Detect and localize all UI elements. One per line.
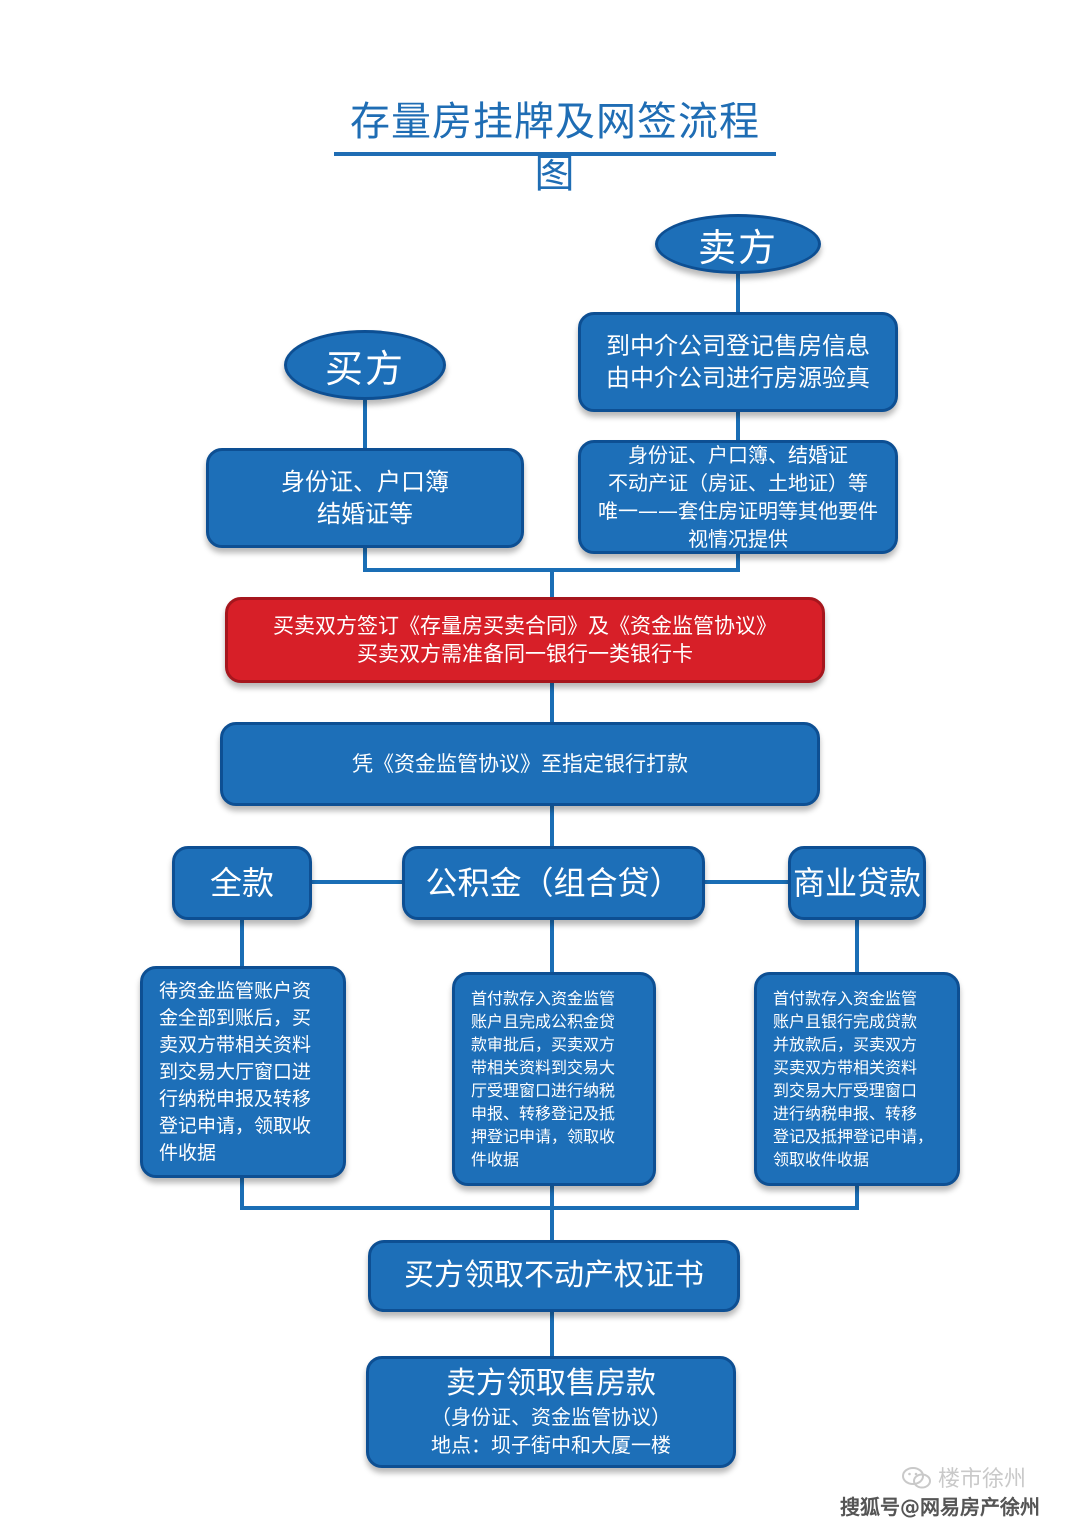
seller-docs-line: 唯一——套住房证明等其他要件 [598, 499, 878, 523]
full-payment-desc-box: 待资金监管账户资 金全部到账后，买 卖双方带相关资料 到交易大厅窗口进 行纳税申… [140, 966, 346, 1178]
buyer-node: 买方 [284, 330, 446, 400]
commercial-desc-line: 登记及抵押登记申请， [773, 1127, 934, 1146]
wechat-icon [902, 1467, 931, 1489]
commercial-desc-line: 领取收件收据 [773, 1150, 870, 1169]
page-title: 存量房挂牌及网签流程图 [334, 96, 776, 197]
certificate-box: 买方领取不动产权证书 [368, 1240, 740, 1312]
commercial-desc-line: 账户且银行完成贷款 [773, 1012, 918, 1031]
contract-box: 买卖双方签订《存量房买卖合同》及《资金监管协议》 买卖双方需准备同一银行一类银行… [225, 597, 825, 683]
full-payment-label: 全款 [209, 864, 274, 902]
fund-desc-line: 首付款存入资金监管 [471, 989, 616, 1008]
buyer-docs-line: 结婚证等 [317, 500, 413, 528]
seller-docs-box: 身份证、户口簿、结婚证 不动产证（房证、土地证）等 唯一——套住房证明等其他要件… [578, 440, 898, 554]
fund-desc-line: 账户且完成公积金贷 [471, 1012, 616, 1031]
seller-docs-line: 身份证、户口簿、结婚证 [628, 443, 848, 467]
provident-fund-box: 公积金（组合贷） [402, 846, 705, 920]
full-desc-line: 登记申请，领取收 [159, 1114, 312, 1137]
commercial-loan-box: 商业贷款 [788, 846, 926, 920]
final-box: 卖方领取售房款 （身份证、资金监管协议） 地点：坝子街中和大厦一楼 [366, 1356, 736, 1468]
final-location: 地点：坝子街中和大厦一楼 [431, 1433, 671, 1457]
payment-box: 凭《资金监管协议》至指定银行打款 [220, 722, 820, 806]
full-desc-line: 卖双方带相关资料 [159, 1033, 312, 1056]
full-desc-line: 金全部到账后，买 [159, 1006, 312, 1029]
fund-desc-line: 厅受理窗口进行纳税 [471, 1081, 616, 1100]
final-docs: （身份证、资金监管协议） [431, 1405, 671, 1429]
seller-step1-line: 由中介公司进行房源验真 [606, 364, 870, 392]
commercial-desc-line: 首付款存入资金监管 [773, 989, 918, 1008]
buyer-docs-line: 身份证、户口簿 [281, 468, 449, 496]
contract-line: 买卖双方签订《存量房买卖合同》及《资金监管协议》 [273, 614, 777, 638]
fund-desc-line: 件收据 [471, 1150, 520, 1169]
contract-line: 买卖双方需准备同一银行一类银行卡 [357, 642, 693, 666]
full-desc-line: 待资金监管账户资 [159, 979, 312, 1002]
watermark-source: 搜狐号@网易房产徐州 [840, 1495, 1040, 1519]
seller-docs-line: 视情况提供 [688, 527, 788, 551]
full-desc-line: 到交易大厅窗口进 [159, 1060, 312, 1083]
provident-fund-desc-box: 首付款存入资金监管 账户且完成公积金贷 款审批后，买卖双方 带相关资料到交易大 … [452, 972, 656, 1186]
commercial-desc-line: 并放款后，买卖双方 [773, 1035, 918, 1054]
seller-label: 卖方 [697, 225, 778, 270]
certificate-text: 买方领取不动产权证书 [404, 1258, 704, 1293]
commercial-desc-line: 到交易大厅受理窗口 [773, 1081, 918, 1100]
fund-desc-line: 申报、转移登记及抵 [471, 1104, 616, 1123]
seller-register-box: 到中介公司登记售房信息 由中介公司进行房源验真 [578, 312, 898, 412]
commercial-desc-line: 进行纳税申报、转移 [773, 1104, 918, 1123]
full-payment-box: 全款 [172, 846, 312, 920]
seller-docs-line: 不动产证（房证、土地证）等 [608, 471, 868, 495]
fund-desc-line: 带相关资料到交易大 [471, 1058, 616, 1077]
commercial-loan-label: 商业贷款 [793, 864, 922, 902]
provident-fund-label: 公积金（组合贷） [425, 864, 682, 902]
commercial-loan-desc-box: 首付款存入资金监管 账户且银行完成贷款 并放款后，买卖双方 买卖双方带相关资料 … [754, 972, 960, 1186]
buyer-label: 买方 [324, 346, 405, 391]
seller-step1-line: 到中介公司登记售房信息 [606, 332, 870, 360]
fund-desc-line: 押登记申请，领取收 [471, 1127, 616, 1146]
full-desc-line: 件收据 [159, 1141, 217, 1164]
final-title: 卖方领取售房款 [446, 1366, 656, 1401]
commercial-desc-line: 买卖双方带相关资料 [773, 1058, 918, 1077]
buyer-docs-box: 身份证、户口簿 结婚证等 [206, 448, 524, 548]
seller-node: 卖方 [655, 214, 821, 274]
fund-desc-line: 款审批后，买卖双方 [471, 1035, 616, 1054]
payment-text: 凭《资金监管协议》至指定银行打款 [352, 752, 688, 776]
watermark-account: 楼市徐州 [938, 1467, 1027, 1492]
full-desc-line: 行纳税申报及转移 [159, 1087, 312, 1110]
